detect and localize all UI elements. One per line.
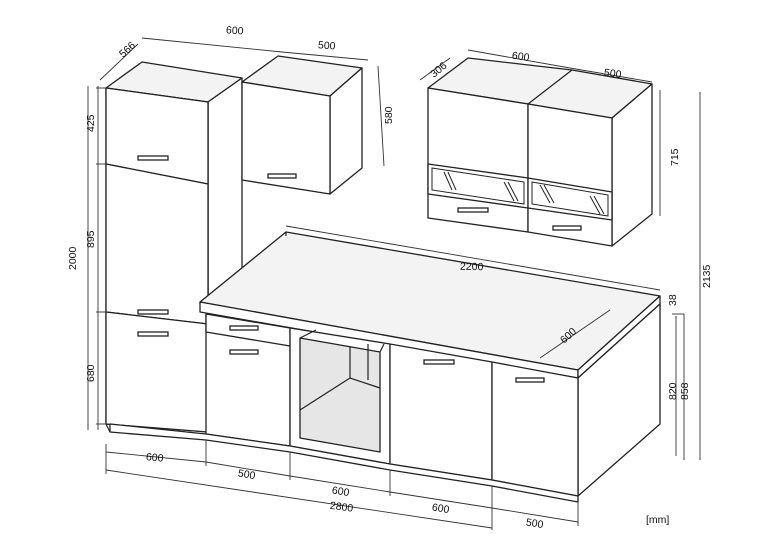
wall-right-handle-b [552, 225, 582, 231]
cabinet-1-handle [229, 349, 259, 355]
base-cabinets [109, 303, 661, 503]
dim-bottom-width-5: 500 [525, 516, 544, 531]
dim-tall-total-height: 2000 [67, 246, 79, 270]
wall-cabinet-left [241, 55, 363, 195]
glass-flap-b [527, 177, 613, 221]
wall-left-front [241, 81, 331, 195]
dim-bottom-width-4: 600 [431, 501, 450, 516]
dimension-labels: 566 600 500 580 306 600 500 715 425 895 … [67, 24, 713, 531]
wall-left-handle [267, 173, 297, 179]
cabinet-4-handle [515, 377, 545, 383]
dimension-lines [87, 37, 701, 530]
dim-counter-height: 858 [679, 382, 691, 400]
dim-wall-left-height: 580 [383, 106, 395, 124]
dim-bottom-width-3: 600 [331, 484, 350, 499]
dim-wall-left-width: 500 [318, 39, 336, 52]
wall-right-handle-a [457, 207, 489, 213]
drawer-handle [229, 325, 259, 331]
dim-tall-depth: 566 [117, 39, 138, 60]
dim-tall-middle-height: 895 [85, 230, 97, 248]
dim-wall-right-width-a: 600 [511, 50, 530, 64]
dim-tall-base-height: 680 [85, 364, 97, 382]
unit-label: [mm] [646, 514, 669, 526]
dim-counter-thickness: 38 [667, 294, 679, 306]
glass-pane-b [531, 181, 609, 217]
tall-cabinet-lower-door [105, 311, 209, 433]
tall-lower-handle [137, 331, 169, 337]
glass-pane-a [431, 167, 525, 205]
dim-bottom-total: 2800 [329, 500, 354, 515]
dim-bottom-width-1: 600 [145, 451, 164, 464]
dim-overall-height: 2135 [701, 264, 713, 288]
countertop [199, 231, 661, 379]
tall-upper-handle [137, 155, 169, 161]
oven-niche-opening [299, 337, 381, 453]
dim-tall-upper-height: 425 [85, 114, 97, 132]
dim-wall-right-width-b: 500 [603, 67, 622, 81]
dim-wall-right-height: 715 [669, 148, 681, 166]
dim-bottom-width-2: 500 [237, 467, 256, 482]
wall-right-cabinet-b [527, 103, 613, 247]
dim-tall-top-width: 600 [226, 24, 244, 37]
tall-cabinet-middle-door [105, 163, 209, 325]
wall-cabinets-right [427, 57, 653, 247]
cabinet-3-handle [423, 359, 455, 365]
dim-counter-length: 2200 [460, 261, 484, 273]
dim-base-height: 820 [667, 382, 679, 400]
tall-middle-handle [137, 309, 169, 315]
